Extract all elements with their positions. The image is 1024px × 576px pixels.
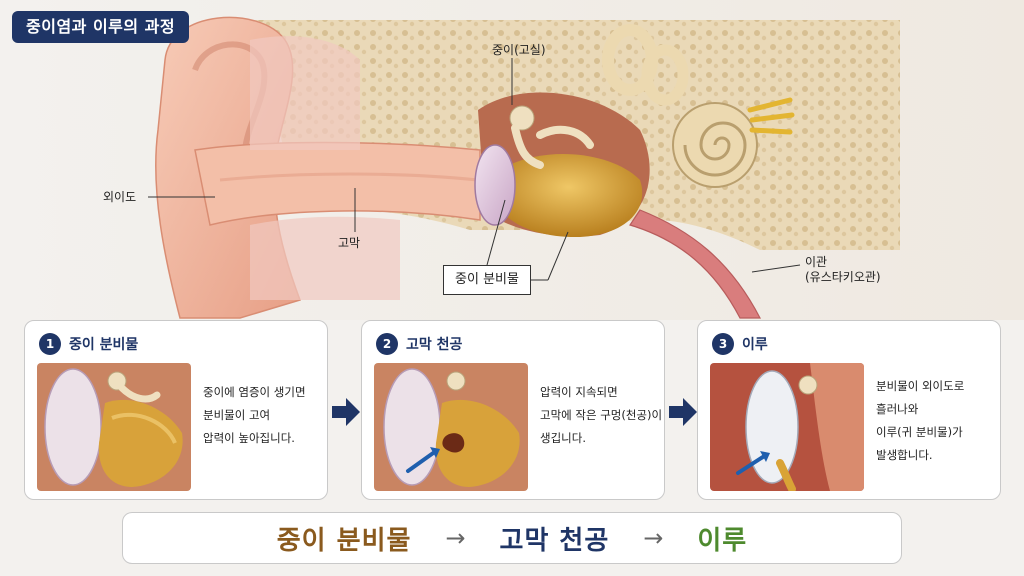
step-header-2: 2 고막 천공 (376, 333, 462, 355)
step-1-line-2: 분비물이 고여 (203, 408, 271, 422)
step-arrow-icon (669, 398, 697, 426)
label-middle-ear: 중이(고실) (492, 43, 546, 57)
step-1-line-3: 압력이 높아집니다. (203, 431, 295, 445)
step-arrow-icon (332, 398, 360, 426)
page-title: 중이염과 이루의 과정 (12, 11, 190, 43)
step-text-2: 압력이 지속되면 고막에 작은 구멍(천공)이 생깁니다. (540, 381, 664, 450)
summary-arrow-1: → (445, 524, 466, 552)
step-2-line-2: 고막에 작은 구멍(천공)이 (540, 408, 663, 422)
summary-effusion: 중이 분비물 (276, 525, 412, 556)
summary-arrow-2: → (643, 524, 664, 552)
summary-otorrhea: 이루 (697, 525, 748, 556)
label-tube-line2: (유스타키오관) (805, 270, 881, 284)
label-ear-canal: 외이도 (103, 190, 137, 204)
label-tube-line1: 이관 (805, 255, 828, 269)
step-3-line-3: 이루(귀 분비물)가 (876, 425, 963, 439)
step-title-2: 고막 천공 (406, 337, 463, 353)
step-panel-1: 1 중이 분비물 중이에 염증이 생기면 분비물이 고여 압력이 높아집니다. (24, 320, 328, 500)
step-number-3: 3 (712, 333, 734, 355)
step-header-1: 1 중이 분비물 (39, 333, 138, 355)
step-2-line-3: 생깁니다. (540, 431, 586, 445)
step-image-effusion (37, 363, 191, 491)
step-3-line-4: 발생합니다. (876, 448, 933, 462)
step-text-3: 분비물이 외이도로 흘러나와 이루(귀 분비물)가 발생합니다. (876, 375, 1000, 467)
perforation-arrow-icon (406, 449, 438, 473)
label-eardrum: 고막 (338, 236, 361, 250)
ear-illustration (0, 0, 1024, 320)
summary-bar: 중이 분비물 → 고막 천공 → 이루 (122, 512, 902, 564)
step-image-otorrhea (710, 363, 864, 491)
step-panel-2: 2 고막 천공 압력이 지속되면 고막에 작은 구멍(천공)이 생깁니다. (361, 320, 665, 500)
label-effusion: 중이 분비물 (443, 265, 531, 295)
step-3-line-2: 흘러나와 (876, 402, 919, 416)
step-title-1: 중이 분비물 (69, 337, 139, 353)
step-number-1: 1 (39, 333, 61, 355)
step-number-2: 2 (376, 333, 398, 355)
step-panel-3: 3 이루 분비물이 외이도로 흘러나와 이루(귀 분비물)가 발생합니다. (697, 320, 1001, 500)
label-eustachian-tube: 이관 (유스타키오관) (805, 255, 881, 285)
step-header-3: 3 이루 (712, 333, 768, 355)
step-image-perforation (374, 363, 528, 491)
step-title-3: 이루 (742, 337, 768, 353)
step-1-line-1: 중이에 염증이 생기면 (203, 385, 306, 399)
summary-perforation: 고막 천공 (499, 525, 610, 556)
step-text-1: 중이에 염증이 생기면 분비물이 고여 압력이 높아집니다. (203, 381, 327, 450)
step-2-line-1: 압력이 지속되면 (540, 385, 618, 399)
step-3-line-1: 분비물이 외이도로 (876, 379, 965, 393)
